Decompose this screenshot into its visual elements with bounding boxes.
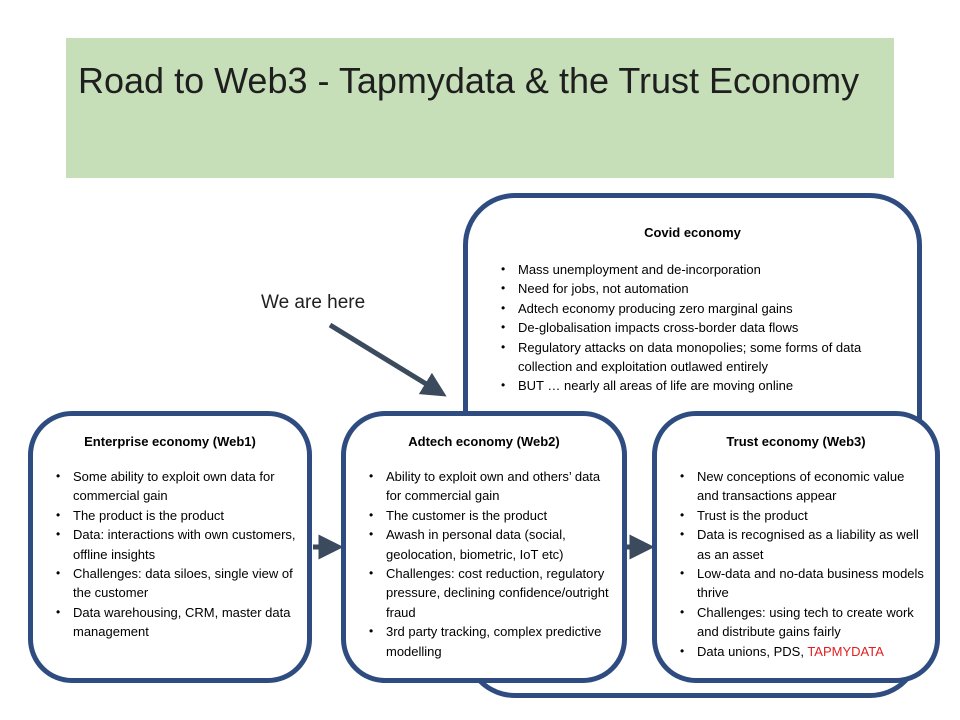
web1-item: Challenges: data siloes, single view of … xyxy=(53,564,297,603)
we-are-here-arrow xyxy=(328,322,447,397)
title-banner: Road to Web3 - Tapmydata & the Trust Eco… xyxy=(66,38,894,178)
web2-box: Adtech economy (Web2) Ability to exploit… xyxy=(341,411,627,683)
we-are-here-label: We are here xyxy=(261,292,366,313)
web3-item-last: Data unions, PDS, TAPMYDATA xyxy=(677,642,925,662)
web3-item: New conceptions of economic value and tr… xyxy=(677,467,925,506)
web3-item: Challenges: using tech to create work an… xyxy=(677,603,925,642)
web1-item: Some ability to exploit own data for com… xyxy=(53,467,297,506)
covid-item: Mass unemployment and de-incorporation xyxy=(498,260,897,280)
web1-list: Some ability to exploit own data for com… xyxy=(53,467,297,642)
web2-list: Ability to exploit own and others’ data … xyxy=(366,467,612,661)
web2-title: Adtech economy (Web2) xyxy=(408,434,560,449)
web2-item: 3rd party tracking, complex predictive m… xyxy=(366,622,612,661)
covid-economy-list: Mass unemployment and de-incorporation N… xyxy=(498,260,897,396)
web3-list: New conceptions of economic value and tr… xyxy=(677,467,925,661)
web3-box: Trust economy (Web3) New conceptions of … xyxy=(652,411,940,683)
page-title: Road to Web3 - Tapmydata & the Trust Eco… xyxy=(78,60,860,101)
covid-item: Need for jobs, not automation xyxy=(498,279,897,299)
web2-item: Awash in personal data (social, geolocat… xyxy=(366,525,612,564)
web2-item: Ability to exploit own and others’ data … xyxy=(366,467,612,506)
covid-item: Regulatory attacks on data monopolies; s… xyxy=(498,338,897,377)
covid-economy-title: Covid economy xyxy=(644,225,741,240)
web1-title: Enterprise economy (Web1) xyxy=(84,434,256,449)
web3-item-last-text: Data unions, PDS, xyxy=(697,643,808,659)
web1-box: Enterprise economy (Web1) Some ability t… xyxy=(28,411,312,683)
covid-item: BUT … nearly all areas of life are movin… xyxy=(498,376,897,396)
tapmydata-highlight: TAPMYDATA xyxy=(807,643,884,659)
web2-item: The customer is the product xyxy=(366,506,612,526)
covid-item: De-globalisation impacts cross-border da… xyxy=(498,318,897,338)
web1-item: Data: interactions with own customers, o… xyxy=(53,525,297,564)
web1-item: The product is the product xyxy=(53,506,297,526)
web3-title: Trust economy (Web3) xyxy=(726,434,866,449)
web1-item: Data warehousing, CRM, master data manag… xyxy=(53,603,297,642)
web3-item: Low-data and no-data business models thr… xyxy=(677,564,925,603)
web3-item: Trust is the product xyxy=(677,506,925,526)
covid-item: Adtech economy producing zero marginal g… xyxy=(498,299,897,319)
web2-item: Challenges: cost reduction, regulatory p… xyxy=(366,564,612,622)
web3-item: Data is recognised as a liability as wel… xyxy=(677,525,925,564)
